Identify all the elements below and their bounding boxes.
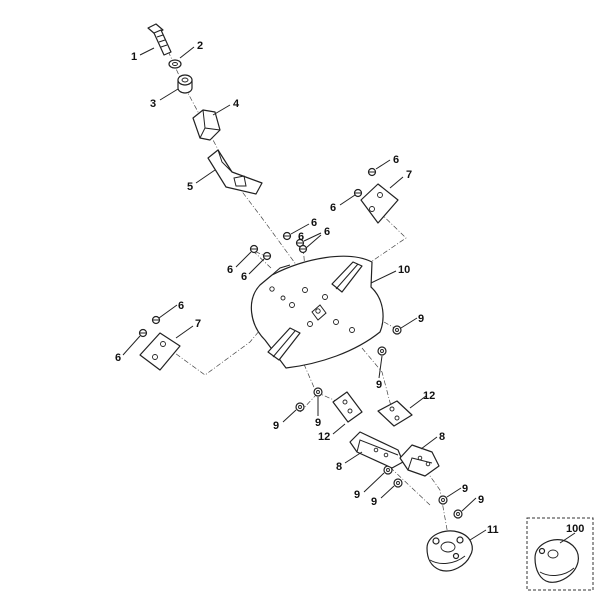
callout-9: 9 <box>376 379 382 391</box>
callout-5: 5 <box>187 181 193 193</box>
callout-8: 8 <box>439 431 445 443</box>
callout-6: 6 <box>311 217 317 229</box>
callout-12: 12 <box>423 390 435 402</box>
nuts <box>295 325 463 519</box>
blade-adapter <box>207 149 263 195</box>
callout-1: 1 <box>131 51 137 63</box>
mounting-plate-lower <box>139 332 181 371</box>
screw-icon <box>151 315 161 325</box>
leader-lines <box>122 46 576 544</box>
screws <box>138 167 377 338</box>
screw-icon <box>298 244 308 254</box>
nut-icon <box>377 346 387 356</box>
screw-icon <box>295 238 305 248</box>
screw-icon <box>249 244 259 254</box>
callout-9: 9 <box>478 494 484 506</box>
callout-7: 7 <box>406 169 412 181</box>
callout-2: 2 <box>197 40 203 52</box>
bolt <box>147 23 172 56</box>
nut-icon <box>313 387 323 397</box>
spacer <box>177 74 193 94</box>
shims <box>332 391 413 427</box>
callout-labels: 1 2 3 4 5 6 6 7 6 6 6 6 6 10 6 7 6 9 9 9… <box>115 40 584 536</box>
nut-icon <box>453 509 463 519</box>
callout-8: 8 <box>336 461 342 473</box>
callout-9: 9 <box>371 496 377 508</box>
callout-6: 6 <box>178 300 184 312</box>
callout-6: 6 <box>227 264 233 276</box>
callout-4: 4 <box>233 98 240 110</box>
nut-icon <box>438 495 448 505</box>
nut-icon <box>295 402 305 412</box>
screw-icon <box>138 328 148 338</box>
callout-10: 10 <box>398 264 410 276</box>
callout-9: 9 <box>354 489 360 501</box>
hub-assembly <box>426 530 473 572</box>
inset-detail-box <box>526 517 594 591</box>
nut-icon <box>393 478 403 488</box>
washer <box>168 59 182 69</box>
callout-9: 9 <box>273 420 279 432</box>
screw-icon <box>262 251 272 261</box>
screw-icon <box>367 167 377 177</box>
callout-9: 9 <box>315 417 321 429</box>
callout-9: 9 <box>418 313 424 325</box>
callout-6: 6 <box>241 271 247 283</box>
blade-holder <box>192 109 221 141</box>
callout-6: 6 <box>115 352 121 364</box>
callout-3: 3 <box>150 98 156 110</box>
callout-6: 6 <box>298 231 304 243</box>
screw-icon <box>282 231 292 241</box>
callout-6: 6 <box>330 202 336 214</box>
mounting-plate-upper <box>360 183 399 224</box>
callout-6: 6 <box>393 154 399 166</box>
callout-100: 100 <box>566 523 584 535</box>
screw-icon <box>353 188 363 198</box>
callout-12: 12 <box>318 431 330 443</box>
cutter-disc <box>250 255 384 369</box>
blades <box>349 431 440 477</box>
nut-icon <box>392 325 402 335</box>
callout-6: 6 <box>324 226 330 238</box>
callout-9: 9 <box>462 483 468 495</box>
callout-7: 7 <box>195 318 201 330</box>
callout-11: 11 <box>487 524 499 536</box>
